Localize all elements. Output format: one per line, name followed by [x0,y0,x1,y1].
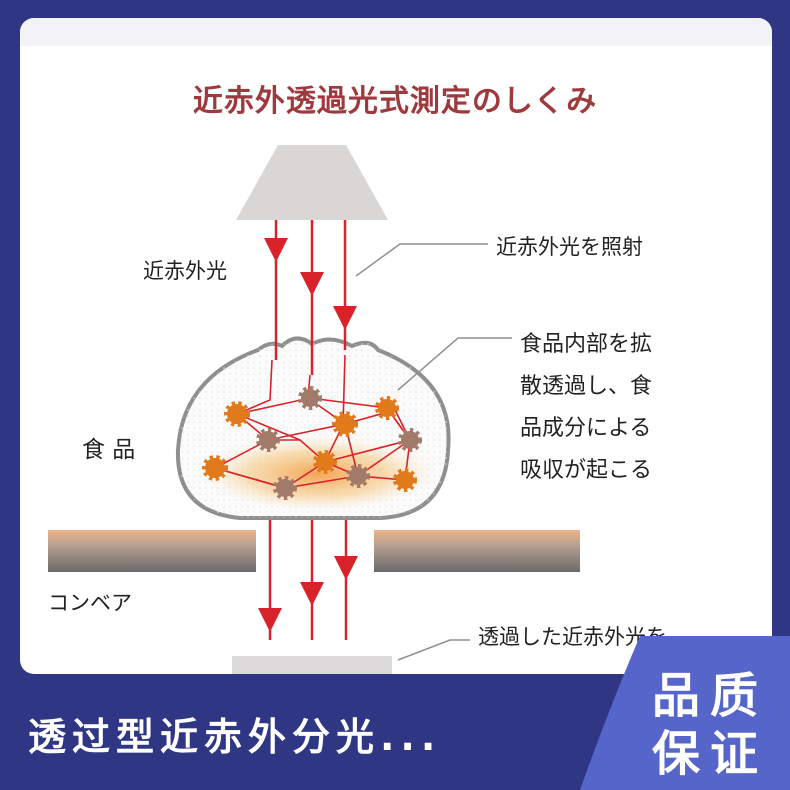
particle-brown [298,386,322,410]
banner-title: 透过型近赤外分光... [28,715,442,759]
diagram-title: 近赤外透過光式測定のしくみ [192,84,598,119]
particles [202,386,422,500]
description-line: 食品内部を拡 [520,332,653,357]
conveyor-right [374,530,580,572]
particle-orange [224,401,250,427]
particle-orange [202,455,228,481]
particle-orange [393,468,417,492]
particle-brown [256,428,280,452]
description-line: 吸収が起こる [520,458,653,483]
particle-brown [398,428,422,452]
badge-line-2: 保证 [651,726,768,782]
card-top-strip [20,18,772,46]
particle-brown [273,476,297,500]
label-conveyor: コンベア [48,591,132,615]
description-line: 品成分による [520,416,652,441]
description-line: 散透過し、食 [520,374,653,399]
particle-orange [375,396,399,420]
detector-box [232,656,392,674]
particle-brown [346,464,370,488]
label-irradiation: 近赤外光を照射 [496,235,643,259]
label-nir-light: 近赤外光 [143,259,227,283]
conveyor-left [48,530,256,572]
particle-orange [313,450,337,474]
quality-badge [580,636,790,790]
label-transmitted: 透過した近赤外光を [478,625,667,649]
beam-arrowheads [258,238,358,632]
particle-orange [332,411,358,437]
food-body [175,336,451,520]
leader-lines [355,243,512,661]
light-source-lamp [236,145,388,220]
badge-line-1: 品质 [651,668,768,724]
label-food: 食 品 [82,437,136,463]
